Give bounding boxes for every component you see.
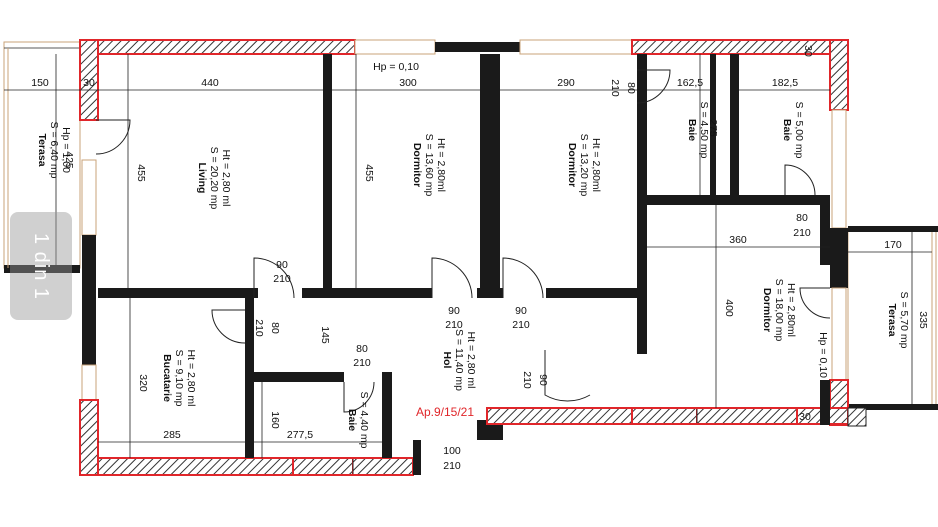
dim-455-living: 455 (135, 164, 147, 182)
page-indicator: 1 din 1 (10, 212, 72, 320)
dim-162-5: 162,5 (677, 77, 703, 89)
dim-440: 440 (201, 77, 219, 89)
room-area: S = 5,70 mp (898, 292, 910, 349)
room-area: S = 4,50 mp (698, 102, 710, 159)
room-name: Dormitor (761, 288, 773, 332)
dim-320: 320 (137, 374, 149, 392)
dim-30-bottom-right: 30 (799, 411, 811, 423)
room-name: Dormitor (566, 143, 578, 187)
room-height: Ht = 2,80 ml (185, 350, 197, 407)
room-hol: Hol S = 11,40 mp Ht = 2,80 ml (441, 329, 477, 391)
room-area: S = 6,40 mp (48, 122, 60, 179)
door-210-hol-left: 210 (445, 319, 463, 331)
room-area: S = 5,00 mp (793, 102, 805, 159)
doors (95, 69, 831, 413)
room-name: Bucatarie (161, 354, 173, 402)
dim-277-5: 277,5 (287, 429, 313, 441)
dim-455-dormitor: 455 (363, 164, 375, 182)
room-name: Baie (346, 409, 358, 431)
door-210-main: 210 (443, 460, 461, 472)
outer-walls (79, 39, 867, 476)
room-area: S = 13,20 mp (578, 134, 590, 197)
room-height: Ht = 2,80ml (785, 283, 797, 337)
dimension-lines (4, 54, 932, 458)
door-100-main: 100 (443, 445, 461, 457)
room-height: Ht = 2,80 ml (220, 150, 232, 207)
room-baie-1: Baie S = 4,50 mp (686, 102, 710, 159)
door-80-dormitor: 80 (796, 212, 808, 224)
room-height: Hp = 1,00 (60, 127, 72, 173)
room-name: Terasa (36, 133, 48, 166)
dim-285: 285 (163, 429, 181, 441)
dim-360: 360 (729, 234, 747, 246)
dim-290: 290 (557, 77, 575, 89)
room-height: Ht = 2,80ml (590, 138, 602, 192)
room-baie-2: Baie S = 5,00 mp (781, 102, 805, 159)
door-90-entry: 90 (537, 374, 549, 386)
door-210-kitchen: 210 (253, 319, 265, 337)
room-area: S = 11,40 mp (453, 329, 465, 391)
dimension-texts: 150 30 440 300 290 162,5 182,5 30 425 45… (31, 45, 929, 441)
hp-010-right: Hp = 0,10 (817, 332, 829, 378)
room-baie-3: Baie S = 4,40 mp (346, 392, 370, 449)
door-90-hol-left: 90 (448, 305, 460, 317)
door-210-dormitor: 210 (793, 227, 811, 239)
dim-30-top-right: 30 (802, 45, 814, 57)
room-dormitor-3: Dormitor S = 18,00 mp Ht = 2,80ml (761, 279, 797, 342)
room-dormitor-2: Dormitor S = 13,20 mp Ht = 2,80ml (566, 134, 602, 197)
door-210-baie: 210 (353, 357, 371, 369)
door-210-hol-right: 210 (512, 319, 530, 331)
room-area: S = 20,20 mp (208, 147, 220, 210)
room-area: S = 13,60 mp (423, 134, 435, 197)
page-indicator-text: 1 din 1 (30, 232, 53, 300)
door-90-living: 90 (276, 259, 288, 271)
door-80-kitchen: 80 (269, 322, 281, 334)
dim-182-5: 182,5 (772, 77, 798, 89)
dim-275: 275 (707, 119, 719, 137)
dim-160: 160 (269, 411, 281, 429)
interior-walls (98, 54, 830, 458)
terrace-left-outline (3, 41, 81, 273)
dim-30: 30 (83, 77, 95, 89)
room-name: Baie (781, 119, 793, 141)
room-area: S = 4,40 mp (358, 392, 370, 449)
door-80-baie: 80 (356, 343, 368, 355)
room-name: Dormitor (411, 143, 423, 187)
room-terasa-2: Terasa S = 5,70 mp (886, 292, 910, 349)
dim-145: 145 (319, 326, 331, 344)
door-210-top: 210 (609, 79, 621, 97)
dim-300: 300 (399, 77, 417, 89)
room-living: Living S = 20,20 mp Ht = 2,80 ml (196, 147, 232, 210)
dim-400: 400 (723, 299, 735, 317)
room-area: S = 18,00 mp (773, 279, 785, 342)
dim-425: 425 (63, 151, 75, 169)
room-height: Ht = 2,80ml (435, 138, 447, 192)
room-dormitor-1: Dormitor S = 13,60 mp Ht = 2,80ml (411, 134, 447, 197)
room-bucatarie: Bucatarie S = 9,10 mp Ht = 2,80 ml (161, 350, 197, 407)
room-name: Baie (686, 119, 698, 141)
room-area: S = 9,10 mp (173, 350, 185, 407)
apartment-label: Ap.9/15/21 (416, 405, 474, 419)
door-80-top: 80 (625, 82, 637, 94)
door-210-entry: 210 (521, 371, 533, 389)
dim-335: 335 (917, 311, 929, 329)
room-height: Ht = 2,80 ml (465, 332, 477, 389)
door-90-hol-right: 90 (515, 305, 527, 317)
room-terasa-1: Terasa S = 6,40 mp Hp = 1,00 (36, 122, 72, 179)
terrace-right-outline (847, 226, 938, 410)
room-name: Terasa (886, 303, 898, 336)
dim-170: 170 (884, 239, 902, 251)
door-dimension-texts: 80 210 90 210 80 210 80 210 90 210 90 21… (253, 79, 811, 472)
hp-010-top: Hp = 0,10 (373, 61, 419, 73)
room-name: Living (196, 163, 208, 194)
dim-150: 150 (31, 77, 49, 89)
room-name: Hol (441, 352, 453, 369)
door-210-living: 210 (273, 273, 291, 285)
